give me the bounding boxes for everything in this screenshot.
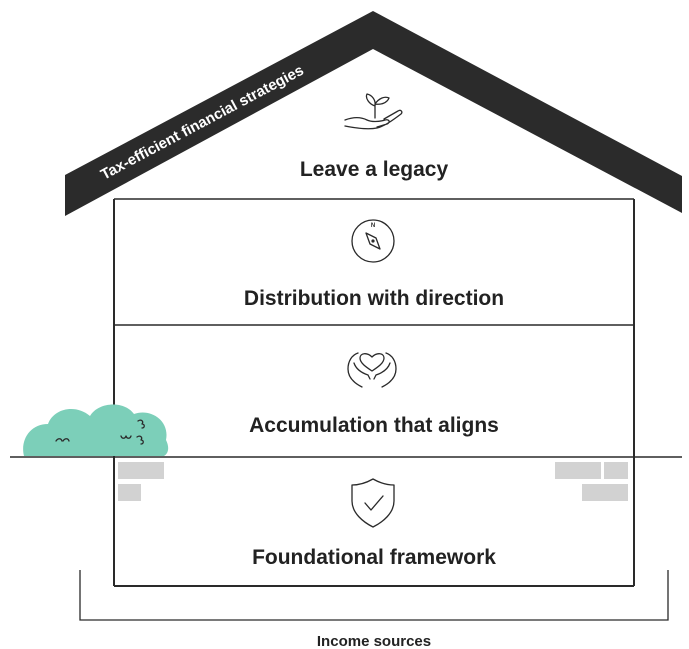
roof (65, 11, 682, 216)
house-walls (113, 198, 635, 587)
bush (23, 404, 169, 456)
income-sources-label: Income sources (317, 633, 431, 649)
level-label-foundation: Foundational framework (252, 546, 496, 569)
shield-check-icon (351, 478, 395, 528)
bricks-right (555, 462, 628, 501)
income-sources-bracket (79, 570, 669, 621)
compass-icon: N (351, 219, 395, 263)
level-label-accumulation: Accumulation that aligns (249, 414, 499, 437)
level-label-distribution: Distribution with direction (244, 287, 504, 310)
compass-north-mark: N (371, 223, 375, 229)
roof-label: Tax-efficient financial strategies (98, 62, 307, 184)
bricks-left (118, 462, 164, 501)
heart-hands-icon (347, 352, 397, 388)
hand-plant-icon (344, 93, 403, 130)
level-label-legacy: Leave a legacy (300, 158, 449, 181)
